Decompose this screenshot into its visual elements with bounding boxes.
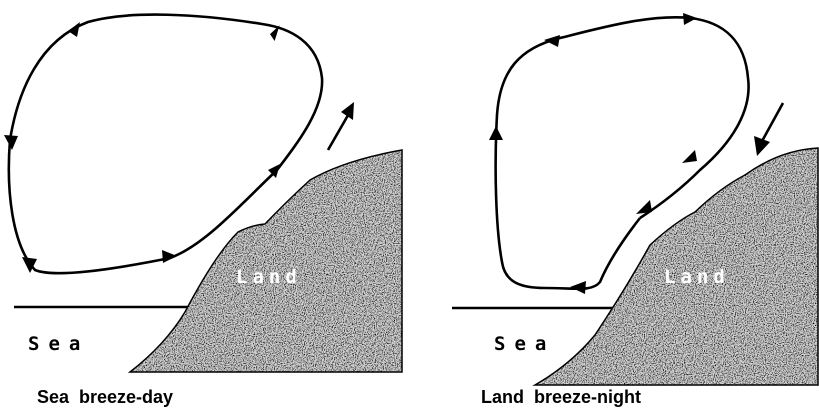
arrow-top-left (68, 22, 80, 37)
arrow-diagonal-upper (682, 150, 697, 163)
sea-label: Sea (28, 333, 89, 355)
arrow-bottom (162, 250, 177, 263)
sea-breeze-caption: Sea breeze-day (37, 386, 173, 408)
arrow-left (4, 135, 18, 150)
arrow-diagonal-lower (636, 200, 652, 214)
onshore-arrowhead (754, 136, 770, 156)
arrow-bottom (570, 281, 586, 294)
arrow-left (489, 126, 503, 140)
sea-breeze-panel: Land Sea (4, 6, 402, 372)
land-breeze-panel: Land Sea (452, 13, 818, 385)
onshore-arrow-shaft (761, 103, 783, 143)
land-label: Land (236, 266, 302, 288)
land-breeze-caption: Land breeze-night (481, 386, 641, 408)
arrow-top-left (544, 35, 560, 47)
land-mass (130, 150, 402, 372)
arrow-top (683, 13, 697, 25)
land-label: Land (664, 266, 730, 288)
sea-label: Sea (494, 333, 555, 355)
